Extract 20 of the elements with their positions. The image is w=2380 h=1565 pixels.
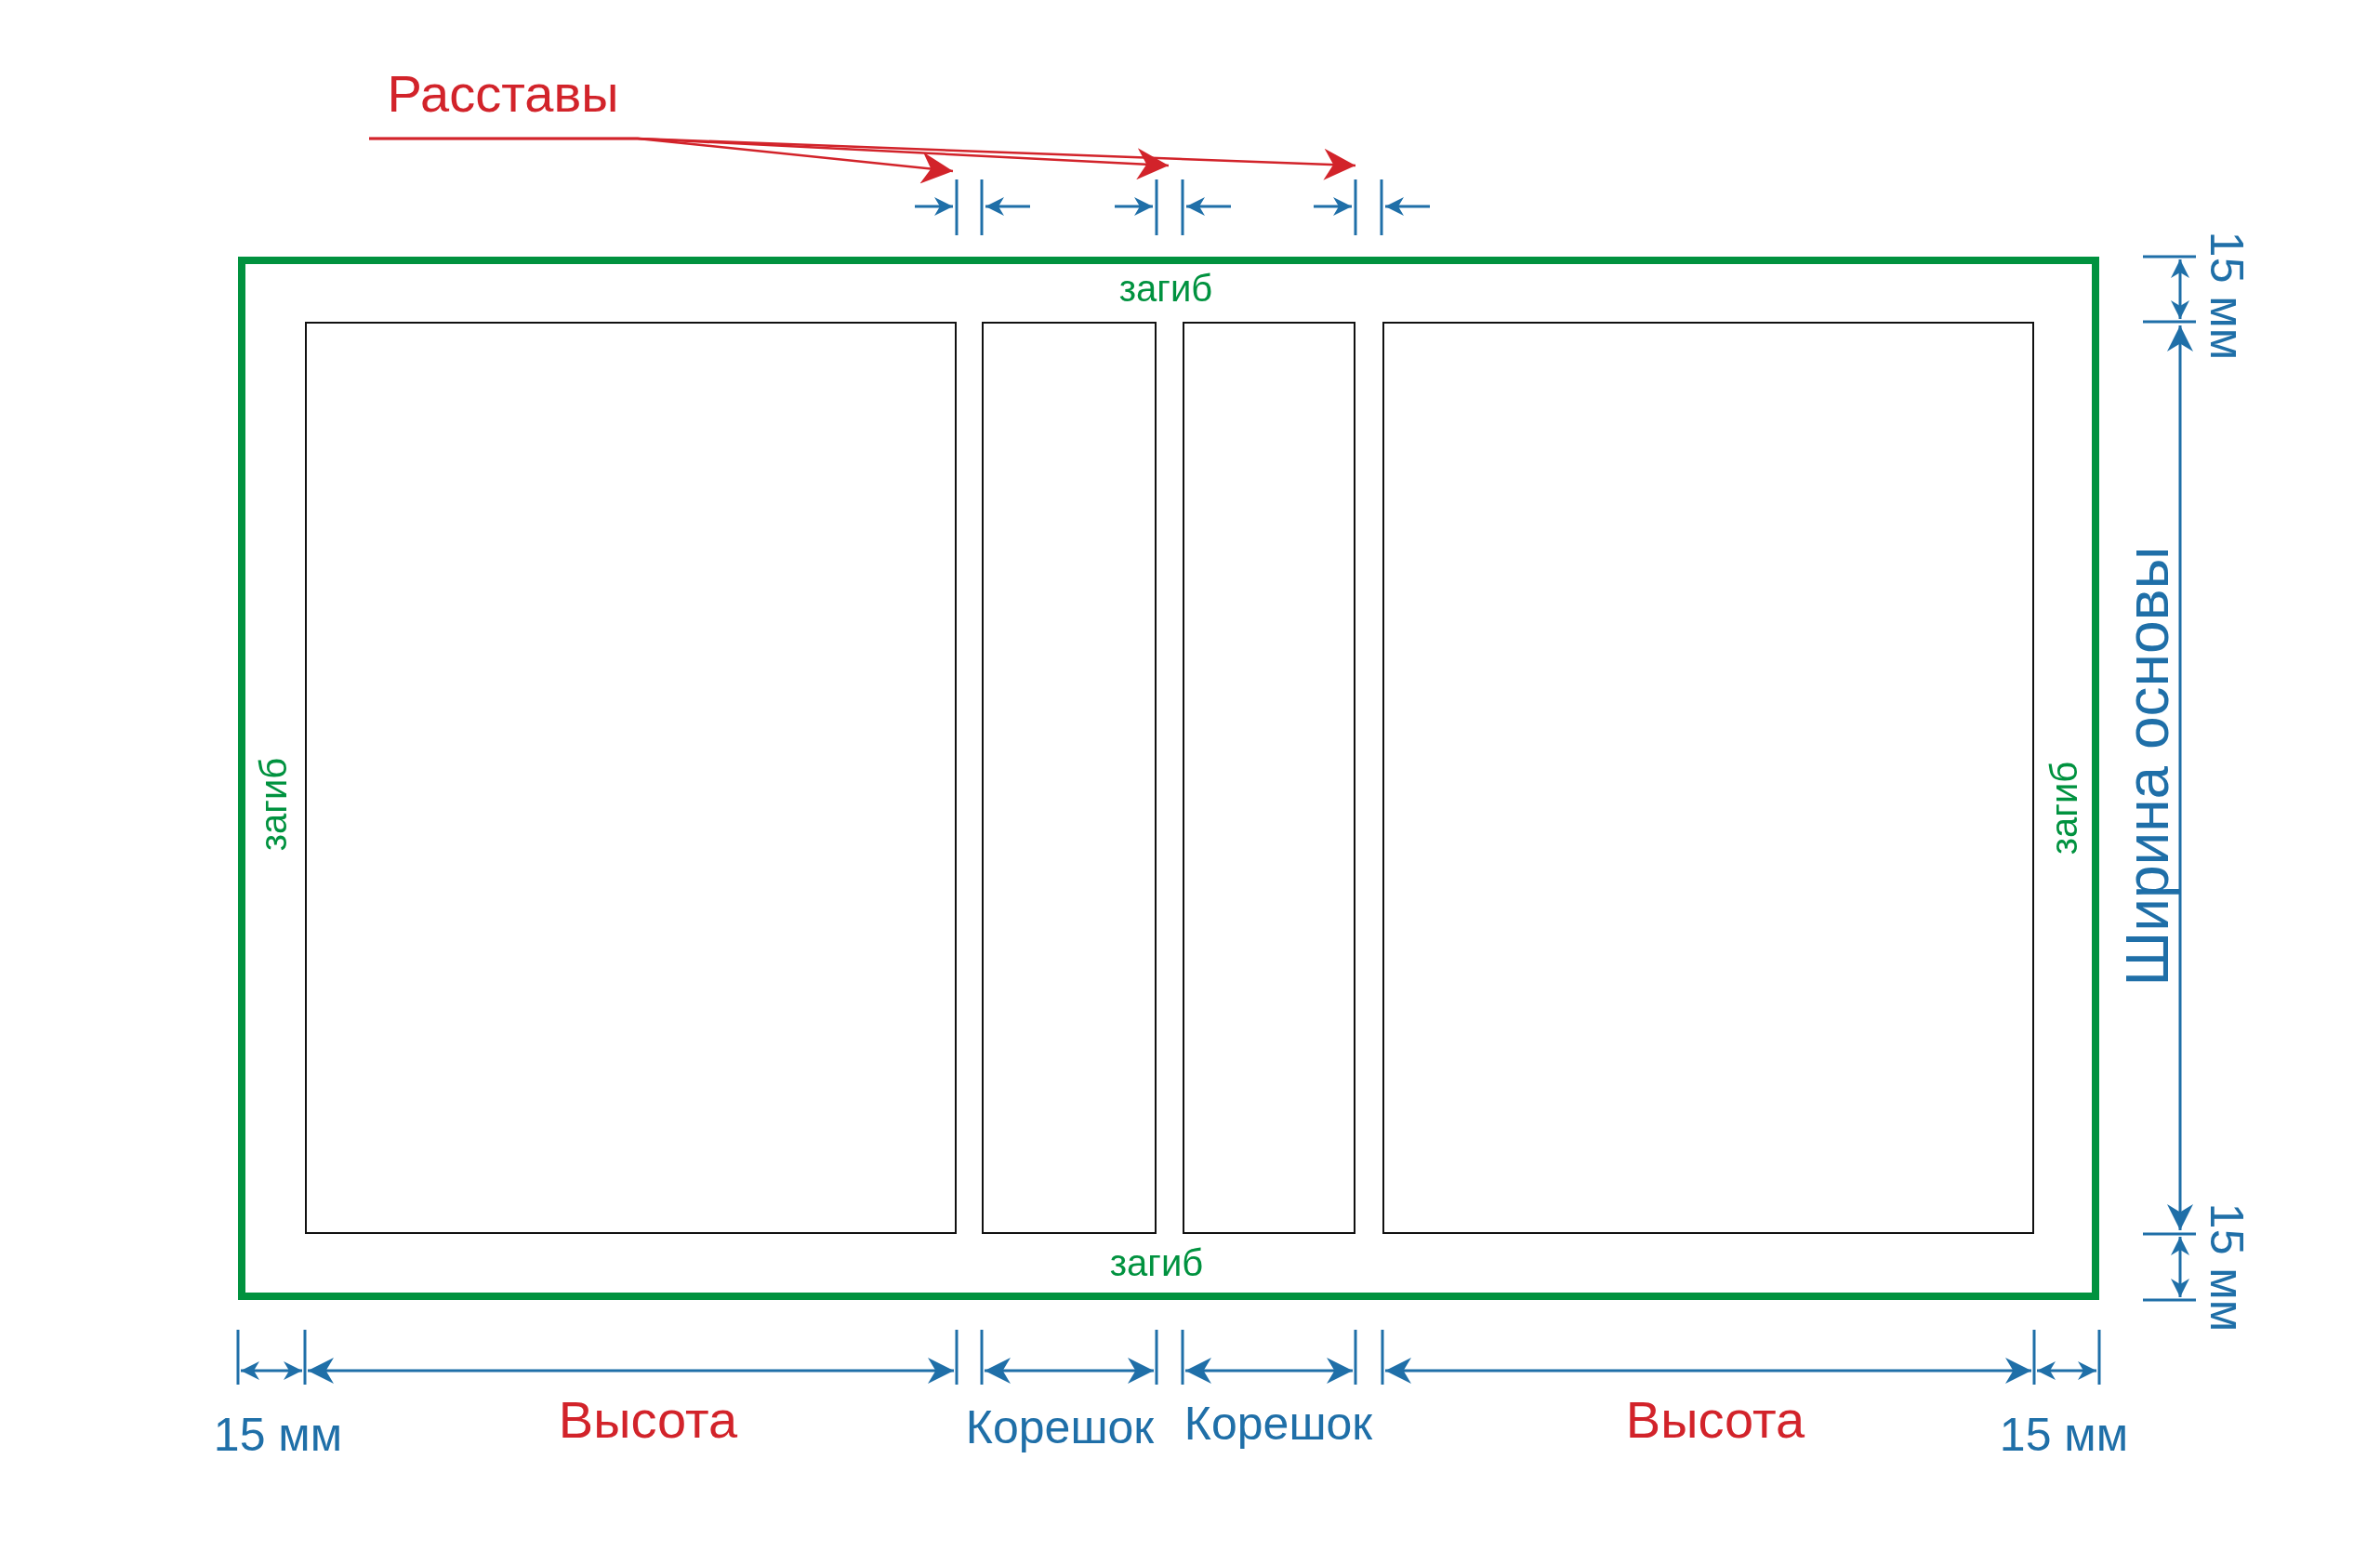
dimension-label: Высота	[558, 1394, 738, 1446]
board-panel	[1382, 322, 2034, 1234]
dimension-label: Корешок	[965, 1404, 1155, 1451]
fold-frame	[238, 257, 2099, 1300]
dimension-label: 15 мм	[213, 1412, 343, 1458]
fold-label: загиб	[255, 757, 292, 852]
fold-label: загиб	[2045, 761, 2082, 855]
spine-panel	[1183, 322, 1355, 1234]
dimension-label: 15 мм	[1999, 1412, 2129, 1458]
dimension-label: Ширина основы	[2118, 546, 2177, 987]
fold-label: загиб	[1109, 1244, 1204, 1281]
board-panel	[305, 322, 957, 1234]
callout-label: Расставы	[387, 68, 619, 120]
leader-line	[369, 137, 1356, 180]
fold-label: загиб	[1118, 270, 1213, 307]
dimension-label: Корешок	[1183, 1400, 1373, 1447]
dimension-label: Высота	[1625, 1394, 1805, 1446]
dimension-label: 15 мм	[2203, 231, 2250, 361]
dimension-label: 15 мм	[2203, 1202, 2250, 1333]
spine-panel	[982, 322, 1157, 1234]
